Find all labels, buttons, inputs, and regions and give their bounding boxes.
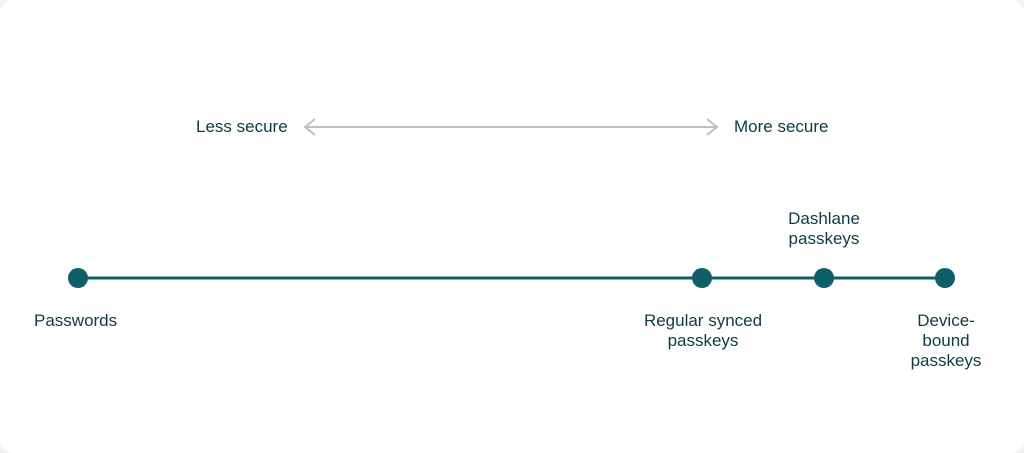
arrow-left-head [303,118,316,136]
more-secure-label: More secure [734,117,829,136]
less-secure-label: Less secure [196,117,288,136]
timeline-dot-dashlane-passkeys [814,268,834,288]
security-scale-arrow [303,118,719,136]
arrow-right-head [706,118,719,136]
timeline-dot-device-bound-passkeys [935,268,955,288]
passwords-label: Passwords [34,311,118,330]
device-bound-passkeys-label: Device-bound passkeys [910,311,982,370]
dashlane-passkeys-label: Dashlane passkeys [788,209,860,248]
regular-synced-passkeys-label: Regular synced passkeys [643,311,763,350]
timeline-dot-passwords [68,268,88,288]
timeline-dot-regular-synced-passkeys [692,268,712,288]
